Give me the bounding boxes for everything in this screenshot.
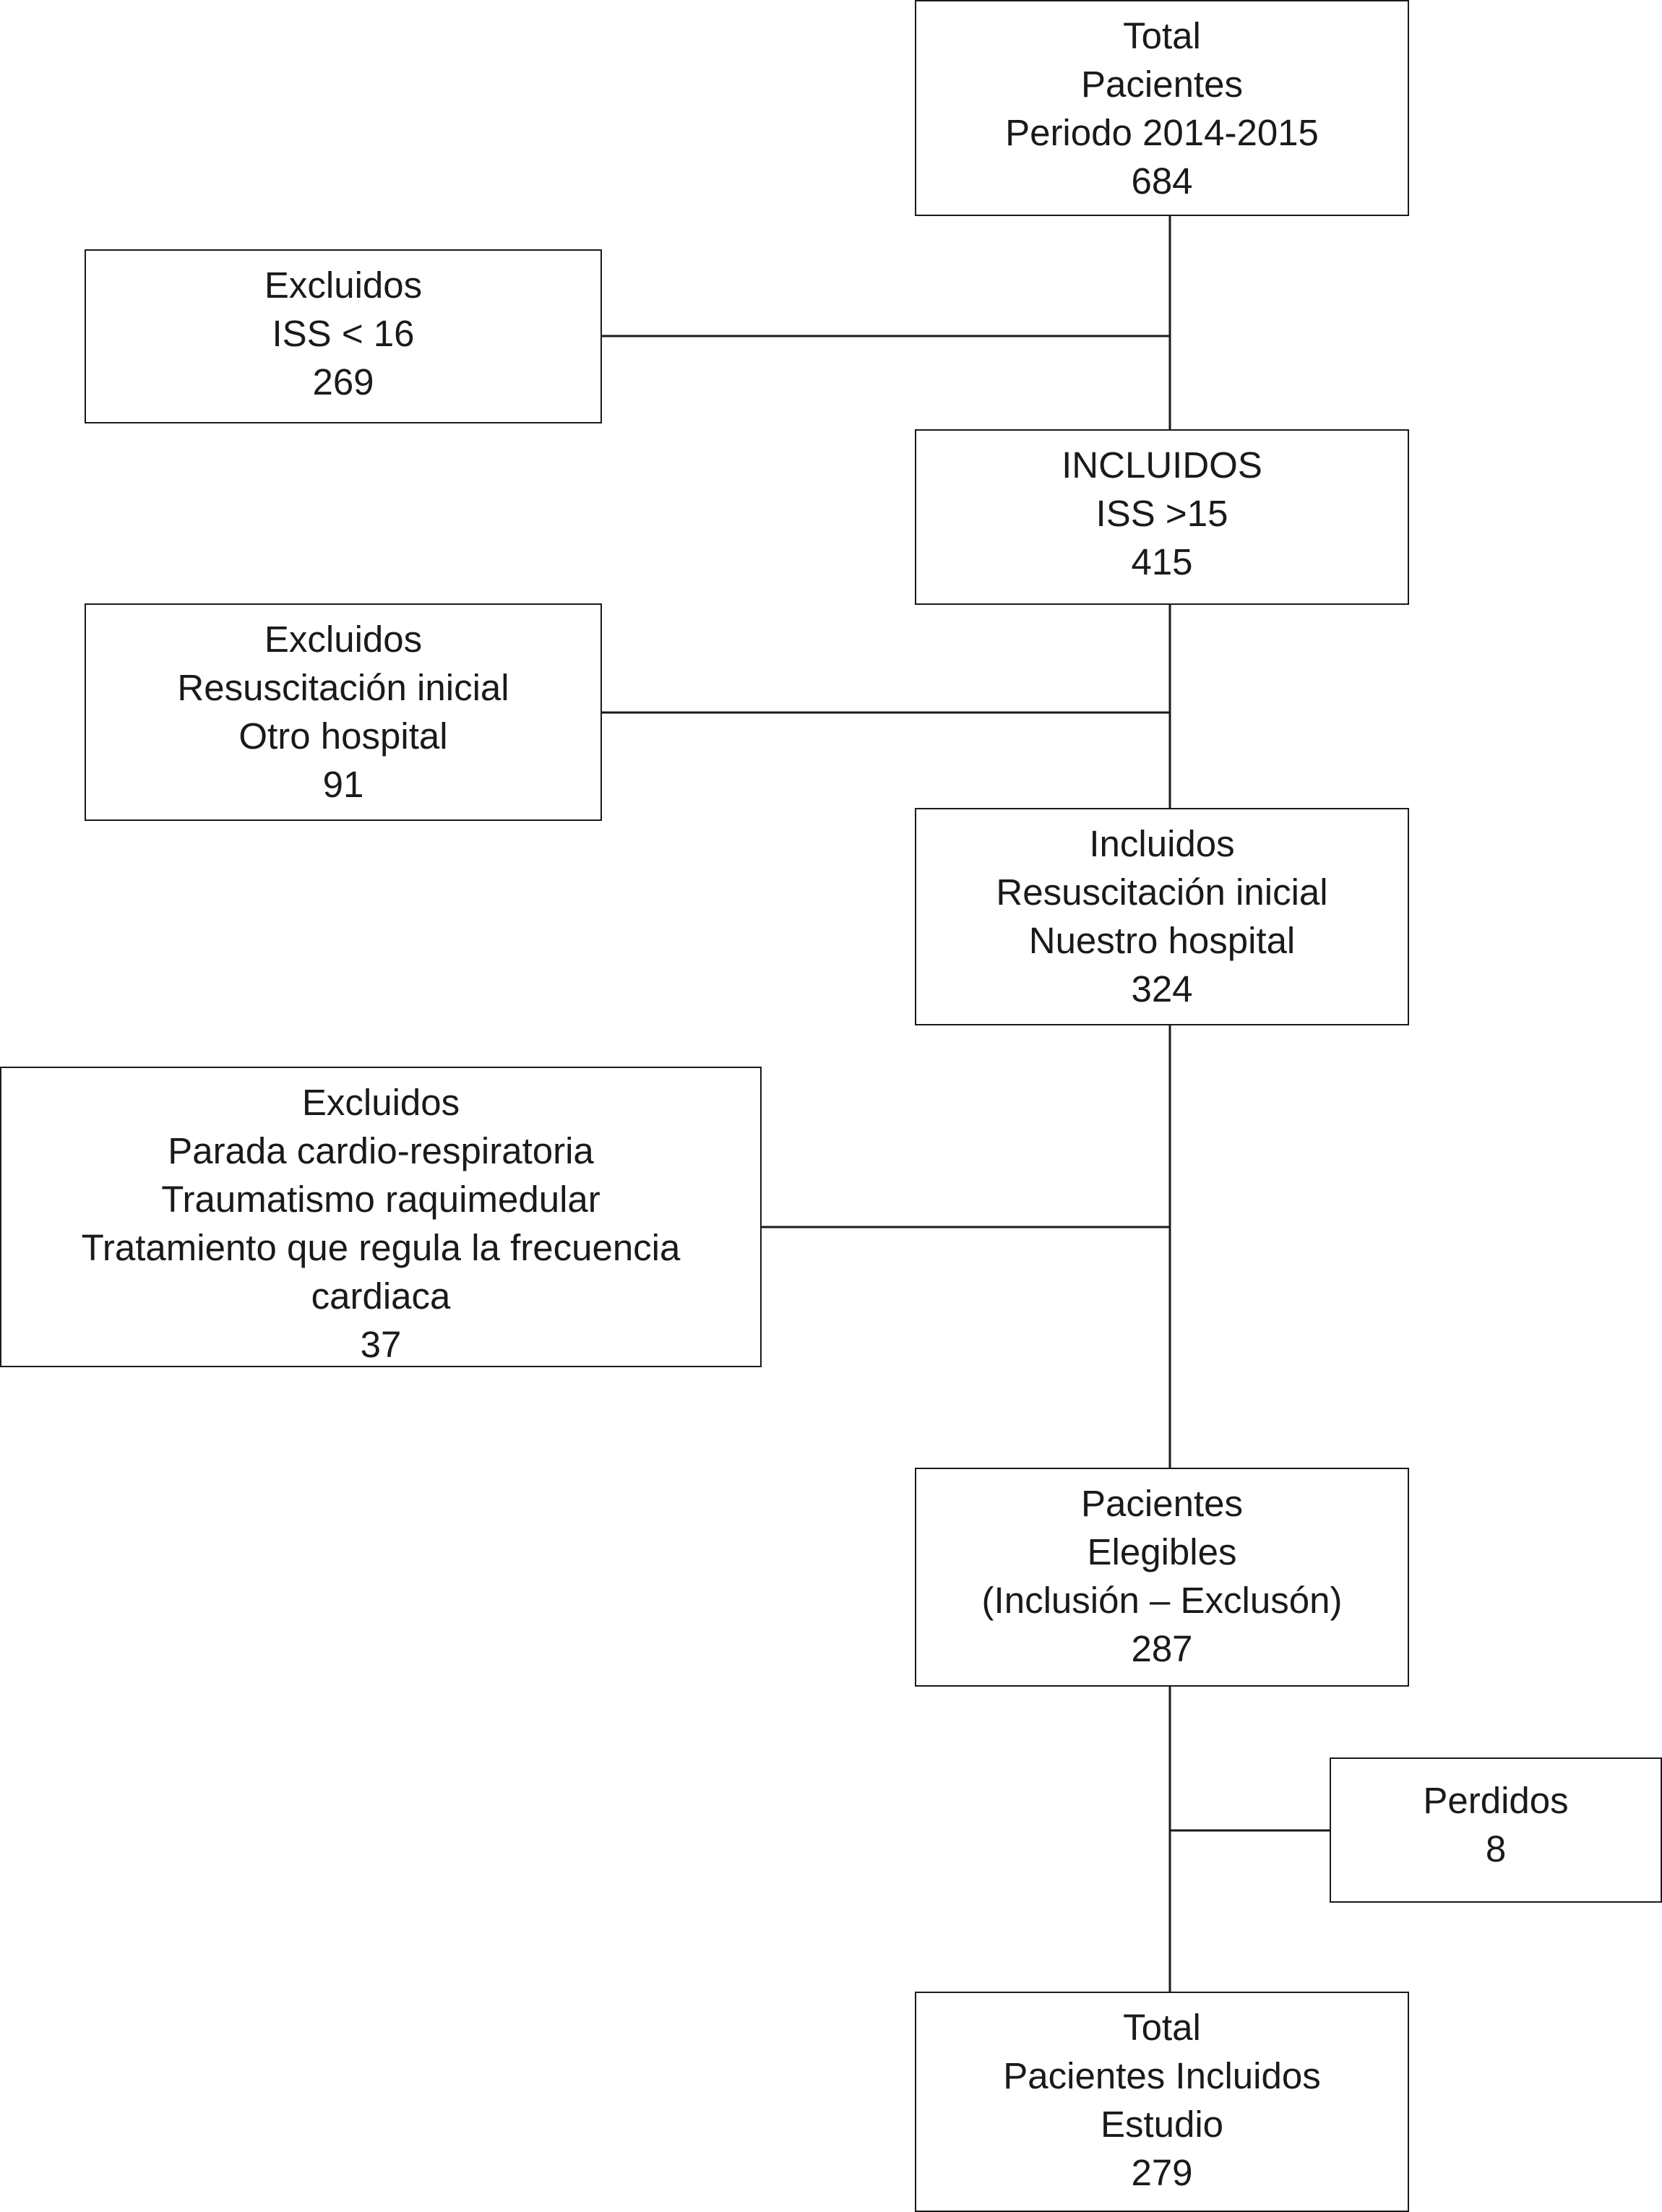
box-text-line: ISS >15	[1095, 493, 1228, 534]
box-text-line: Pacientes	[1081, 1483, 1243, 1524]
box-text-line: Perdidos	[1423, 1780, 1569, 1821]
box-count: 415	[1131, 541, 1193, 582]
box-text-line: Otro hospital	[238, 715, 448, 757]
box-count: 37	[360, 1324, 402, 1365]
box-text-line: Total	[1123, 15, 1201, 56]
box-count: 279	[1131, 2152, 1193, 2193]
box-text-line: (Inclusión – Exclusón)	[981, 1580, 1343, 1621]
box-text-line: Traumatismo raquimedular	[161, 1179, 600, 1220]
box-text-line: Nuestro hospital	[1028, 920, 1296, 961]
box-count: 269	[312, 361, 374, 403]
box-text-line: Parada cardio-respiratoria	[168, 1130, 594, 1171]
box-text-line: Incluidos	[1089, 823, 1235, 864]
box-text-line: Excluidos	[301, 1082, 460, 1123]
incluidos-resuscitacion-box: Incluidos Resuscitación inicial Nuestro …	[915, 808, 1409, 1025]
box-text-line: INCLUIDOS	[1062, 444, 1262, 486]
box-text-line: ISS < 16	[272, 313, 415, 354]
incluidos-iss-box: INCLUIDOS ISS >15 415	[915, 429, 1409, 605]
box-text-line: Elegibles	[1087, 1531, 1237, 1572]
excluidos-resuscitacion-box: Excluidos Resuscitación inicial Otro hos…	[85, 603, 602, 821]
box-text-line: Tratamiento que regula la frecuencia	[81, 1227, 681, 1268]
box-text-line: Total	[1123, 2007, 1201, 2048]
box-text-line: Resuscitación inicial	[996, 872, 1328, 913]
total-pacientes-incluidos-box: Total Pacientes Incluidos Estudio 279	[915, 1992, 1409, 2212]
box-count: 684	[1131, 160, 1193, 202]
box-count: 8	[1485, 1828, 1507, 1869]
box-text-line: Pacientes	[1081, 64, 1243, 105]
box-text-line: Excluidos	[264, 264, 423, 306]
box-text-line: Excluidos	[264, 619, 423, 660]
total-pacientes-box: Total Pacientes Periodo 2014-2015 684	[915, 0, 1409, 216]
box-text-line: Periodo 2014-2015	[1005, 112, 1319, 153]
excluidos-otros-box: Excluidos Parada cardio-respiratoria Tra…	[0, 1067, 762, 1367]
excluidos-iss-box: Excluidos ISS < 16 269	[85, 249, 602, 423]
pacientes-elegibles-box: Pacientes Elegibles (Inclusión – Exclusó…	[915, 1468, 1409, 1687]
box-text-line: Resuscitación inicial	[177, 667, 509, 708]
box-text-line: Pacientes Incluidos	[1003, 2055, 1321, 2096]
box-count: 324	[1131, 968, 1193, 1010]
box-text-line: cardiaca	[311, 1275, 451, 1317]
box-text-line: Estudio	[1100, 2104, 1224, 2145]
box-count: 91	[322, 764, 364, 805]
perdidos-box: Perdidos 8	[1330, 1757, 1662, 1903]
box-count: 287	[1131, 1628, 1193, 1669]
